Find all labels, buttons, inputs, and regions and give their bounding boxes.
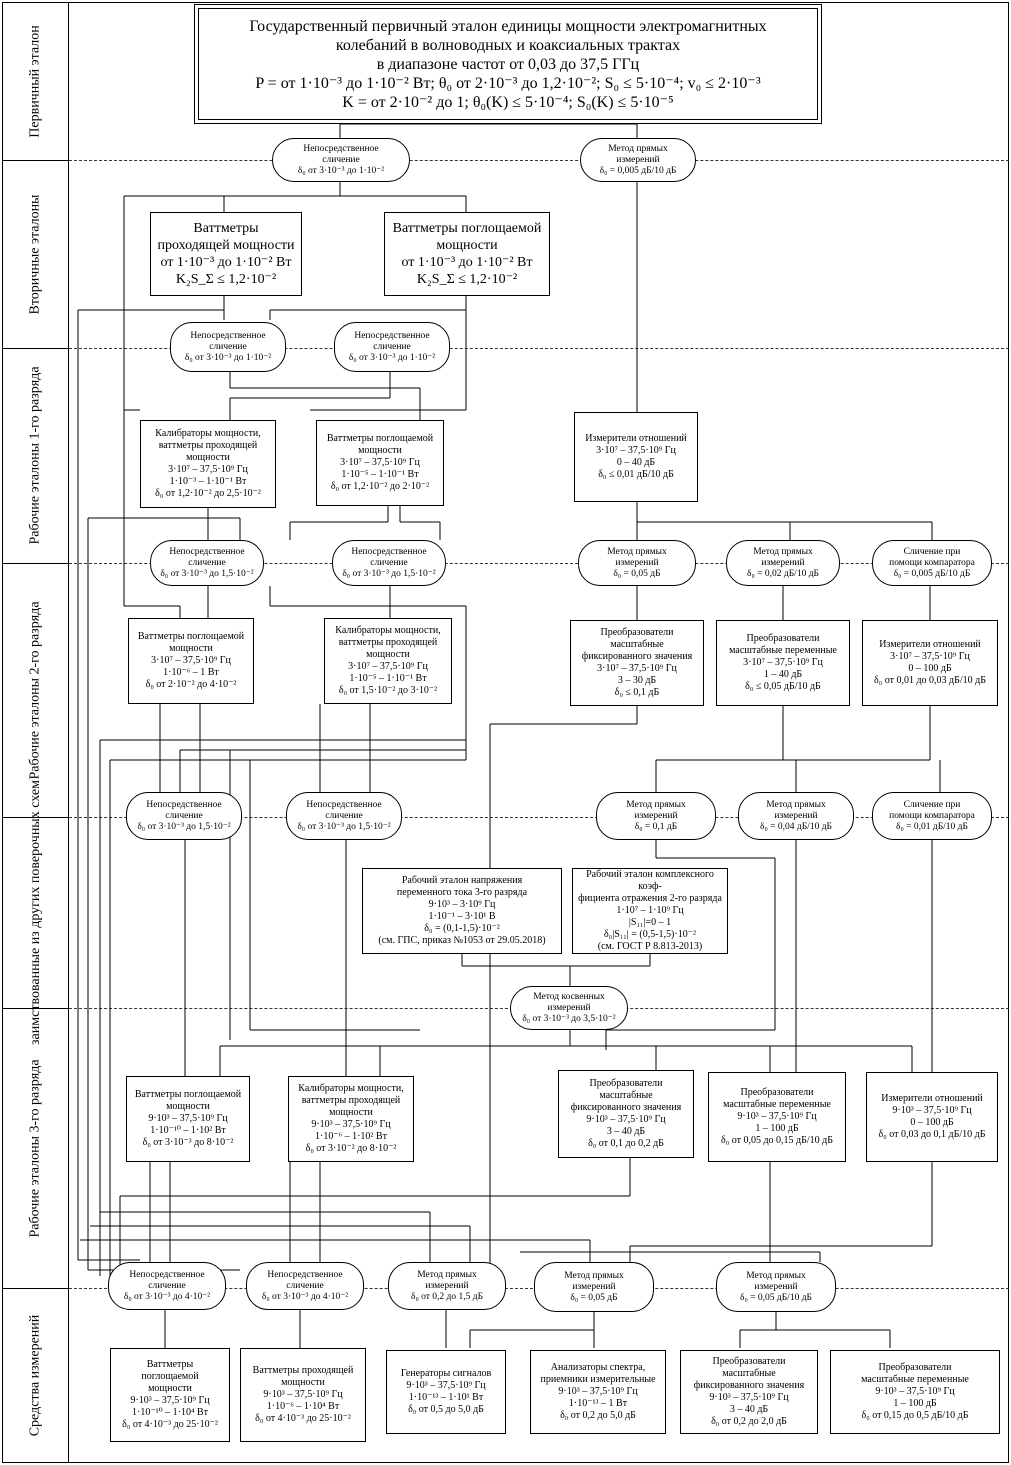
method-direct-comparison: Непосредственное сличение δ₀ от 3·10⁻³ д… — [126, 792, 242, 840]
r1-ratio-meters: Измерители отношений 3·10⁷ – 37,5·10⁹ Гц… — [574, 412, 698, 502]
method-direct-measurement: Метод прямых измерений δ₀ = 0,1 дБ — [596, 792, 716, 840]
method-indirect-measurement: Метод косвенных измерений δ₀ от 3·10⁻³ д… — [510, 986, 628, 1030]
method-direct-comparison: Непосредственное сличение δ₀ от 3·10⁻³ д… — [150, 540, 264, 586]
secondary-passing-wattmeters: Ваттметры проходящей мощности от 1·10⁻³ … — [150, 212, 302, 296]
level-separator — [2, 1288, 70, 1289]
instrument-variable-attenuators: Преобразователи масштабные переменные 9·… — [830, 1350, 1000, 1434]
instrument-fixed-attenuators: Преобразователи масштабные фиксированног… — [680, 1350, 818, 1434]
r3-fixed-attenuators: Преобразователи масштабные фиксированног… — [558, 1070, 694, 1158]
level-dashed-line — [69, 563, 1009, 564]
instrument-signal-generators: Генераторы сигналов 9·10³ – 37,5·10⁹ Гц … — [386, 1350, 506, 1434]
r2-absorbed-wattmeters: Ваттметры поглощаемой мощности 3·10⁷ – 3… — [128, 618, 254, 704]
r2-fixed-attenuators: Преобразователи масштабные фиксированног… — [570, 620, 704, 706]
method-direct-comparison: Непосредственное сличение δ₀ от 3·10⁻³ д… — [170, 322, 286, 372]
level-dashed-line — [69, 817, 1009, 818]
method-direct-comparison: Непосредственное сличение δ₀ от 3·10⁻³ д… — [334, 322, 450, 372]
level-separator — [2, 817, 70, 818]
instrument-spectrum-analyzers: Анализаторы спектра, приемники измерител… — [530, 1350, 666, 1434]
secondary-absorbed-wattmeters: Ваттметры поглощаемой мощности от 1·10⁻³… — [384, 212, 550, 296]
level-column-divider — [68, 2, 69, 1463]
r3-calibrators-passing: Калибраторы мощности, ваттметры проходящ… — [288, 1076, 414, 1162]
method-direct-measurement: Метод прямых измерений δ₀ = 0,05 дБ — [578, 540, 696, 586]
r1-calibrators-passing: Калибраторы мощности, ваттметры проходящ… — [140, 420, 276, 508]
method-direct-comparison: Непосредственное сличение δ₀ от 3·10⁻³ д… — [332, 540, 446, 586]
r3-absorbed-wattmeters: Ваттметры поглощаемой мощности 9·10³ – 3… — [126, 1076, 250, 1162]
r2-calibrators-passing: Калибраторы мощности, ваттметры проходящ… — [324, 618, 452, 704]
method-direct-comparison: Непосредственное сличение δ₀ от 3·10⁻³ д… — [246, 1262, 364, 1310]
r1-absorbed-wattmeters: Ваттметры поглощаемой мощности 3·10⁷ – 3… — [316, 420, 444, 506]
method-direct-comparison: Непосредственное сличение δ₀ от 3·10⁻³ д… — [286, 792, 402, 840]
r3-variable-attenuators: Преобразователи масштабные переменные 9·… — [708, 1072, 846, 1162]
method-direct-measurement: Метод прямых измерений δ₀ = 0,04 дБ/10 д… — [738, 792, 854, 840]
method-direct-comparison: Непосредственное сличение δ₀ от 3·10⁻³ д… — [272, 138, 410, 182]
method-direct-measurement: Метод прямых измерений δ₀ = 0,05 дБ/10 д… — [716, 1262, 836, 1312]
level-dashed-line — [69, 160, 1009, 161]
borrowed-reflection-standard: Рабочий эталон комплексного коэф- фициен… — [572, 868, 728, 954]
level-separator — [2, 1008, 70, 1009]
primary-standard-box: Государственный первичный эталон единицы… — [194, 4, 822, 124]
instrument-passing-wattmeters: Ваттметры проходящей мощности 9·10³ – 37… — [240, 1348, 366, 1442]
method-comparator: Сличение при помощи компаратора δ₀ = 0,0… — [872, 792, 992, 840]
level-separator — [2, 348, 70, 349]
method-direct-measurement: Метод прямых измерений δ₀ = 0,02 дБ/10 д… — [726, 540, 840, 586]
instrument-absorbed-wattmeters: Ваттметры поглощаемой мощности 9·10³ – 3… — [110, 1348, 230, 1442]
method-direct-comparison: Непосредственное сличение δ₀ от 3·10⁻³ д… — [108, 1262, 226, 1310]
method-direct-measurement: Метод прямых измерений δ₀ = 0,005 дБ/10 … — [580, 138, 696, 182]
method-direct-measurement: Метод прямых измерений δ₀ = 0,05 дБ — [534, 1262, 654, 1312]
method-comparator: Сличение при помощи компаратора δ₀ = 0,0… — [872, 540, 992, 586]
r2-ratio-meters: Измерители отношений 3·10⁷ – 37,5·10⁹ Гц… — [862, 620, 998, 706]
r2-variable-attenuators: Преобразователи масштабные переменные 3·… — [716, 620, 850, 706]
level-dashed-line — [69, 348, 1009, 349]
level-separator — [2, 563, 70, 564]
borrowed-voltage-standard: Рабочий эталон напряжения переменного то… — [362, 868, 562, 954]
method-direct-measurement: Метод прямых измерений δ₀ от 0,2 до 1,5 … — [388, 1262, 506, 1310]
r3-ratio-meters: Измерители отношений 9·10³ – 37,5·10⁹ Гц… — [866, 1072, 998, 1162]
level-separator — [2, 160, 70, 161]
